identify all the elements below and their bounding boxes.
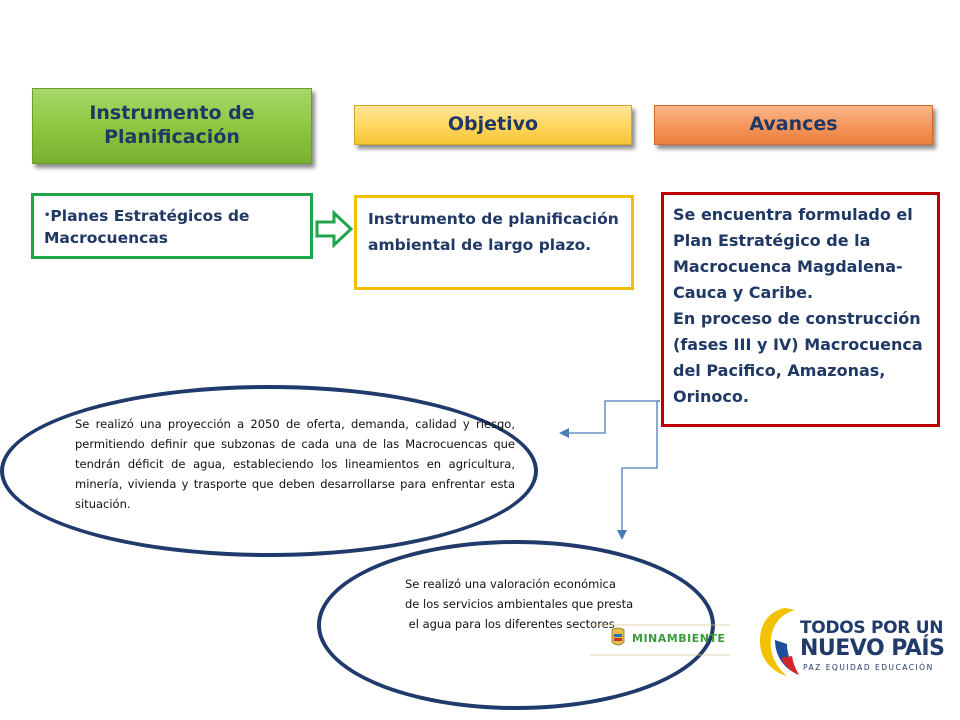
valoracion-line: Se realizó una valoración económica (405, 577, 616, 591)
todos-por-un-nuevo-pais-logo (760, 608, 799, 676)
valoracion-line: de los servicios ambientales que presta (405, 597, 634, 611)
avances-paragraph-1: Se encuentra formulado el Plan Estratégi… (673, 205, 913, 302)
connector-to-ellipse-2 (617, 400, 660, 540)
header-objetivo: Objetivo (354, 105, 632, 145)
proyeccion-text: Se realizó una proyección a 2050 de ofer… (75, 417, 515, 511)
valoracion-line: el agua para los diferentes sectores (405, 617, 615, 631)
right-arrow-icon (315, 210, 354, 248)
bullet-icon: • (44, 210, 51, 221)
header-objetivo-label: Objetivo (447, 113, 539, 136)
ellipse-proyeccion (0, 385, 538, 557)
header-instrumento-de-planificacion: Instrumento de Planificación (32, 88, 312, 164)
todos-por-un-text: TODOS POR UN (800, 618, 944, 638)
minambiente-wordmark: MINAMBIENTE (632, 632, 726, 645)
minambiente-logo (590, 624, 730, 656)
valoracion-text: Se realizó una valoración económica de l… (405, 574, 670, 634)
avances-box: Se encuentra formulado el Plan Estratégi… (661, 192, 940, 427)
header-avances: Avances (654, 105, 933, 145)
coat-of-arms-icon (611, 627, 625, 646)
avances-paragraph-2: En proceso de construcción (fases III y … (673, 309, 923, 406)
objetivo-box: Instrumento de planificación ambiental d… (354, 195, 634, 290)
tricolor-swoosh-icon (760, 608, 799, 676)
paz-equidad-educacion-text: PAZ EQUIDAD EDUCACIÓN (803, 663, 934, 672)
planes-text: Planes Estratégicos de Macrocuencas (44, 207, 250, 247)
objetivo-text: Instrumento de planificación ambiental d… (368, 210, 619, 254)
header-avances-label: Avances (749, 113, 838, 136)
nuevo-pais-text: NUEVO PAÍS (800, 636, 945, 661)
planes-box: •Planes Estratégicos de Macrocuencas (31, 193, 313, 259)
header-instrumento-label: Instrumento de Planificación (89, 102, 255, 148)
connector-to-ellipse-1 (559, 400, 660, 438)
